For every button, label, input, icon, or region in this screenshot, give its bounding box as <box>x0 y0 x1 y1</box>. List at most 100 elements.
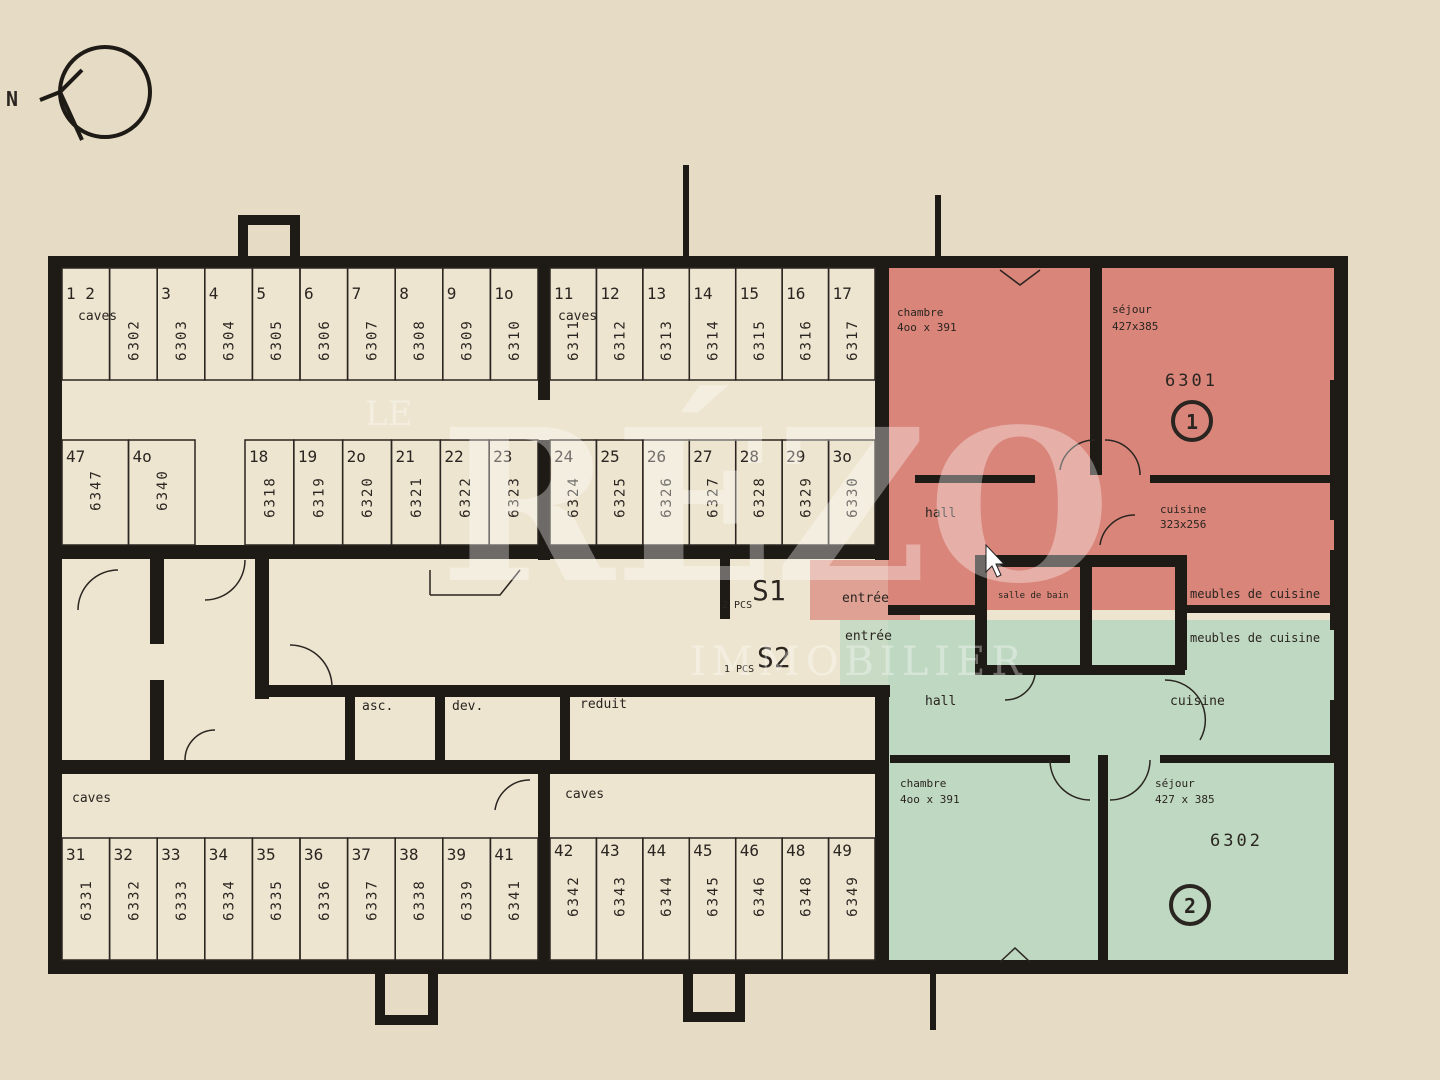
cave-code: 6330 <box>845 476 861 518</box>
cave-code: 6346 <box>752 875 768 917</box>
cave-number: 1o <box>494 284 513 303</box>
cave-number: 21 <box>396 447 415 466</box>
apt2-chambre-dim: 4oo x 391 <box>900 793 960 806</box>
apt2-number: 2 <box>1184 894 1196 918</box>
cave-code: 6329 <box>798 476 814 518</box>
cave-number: 37 <box>352 845 371 864</box>
apt2-chambre: chambre <box>900 777 946 790</box>
cave-number: 17 <box>833 284 852 303</box>
s2-pcs-label: 1 PCS <box>724 664 754 675</box>
cave-code: 6315 <box>752 319 768 361</box>
cave-number: 39 <box>447 845 466 864</box>
cave-number: 7 <box>352 284 362 303</box>
cave-number: 3o <box>833 447 852 466</box>
cave-code: 6311 <box>566 319 582 361</box>
apt2-hall: hall <box>925 694 956 709</box>
apt1-salle-de-bain: salle de bain <box>998 591 1068 601</box>
cave-number: 16 <box>786 284 805 303</box>
cave-number: 49 <box>833 841 852 860</box>
cave-number: 48 <box>786 841 805 860</box>
cave-number: 25 <box>600 447 619 466</box>
cave-code: 6348 <box>798 875 814 917</box>
cave-number: 19 <box>298 447 317 466</box>
cave-code: 6327 <box>706 476 722 518</box>
cave-number: 5 <box>256 284 266 303</box>
cave-code: 6337 <box>364 879 380 921</box>
cave-number: 31 <box>66 845 85 864</box>
cave-code: 6307 <box>364 319 380 361</box>
cave-number: 13 <box>647 284 666 303</box>
apt2-cuisine: cuisine <box>1170 694 1225 709</box>
cave-code: 6324 <box>566 476 582 518</box>
cave-code: 6334 <box>222 879 238 921</box>
apartment-1-area <box>888 265 1336 610</box>
svg-text:LE: LE <box>365 394 412 434</box>
cave-number: 33 <box>161 845 180 864</box>
apartment-2-area <box>888 620 1336 965</box>
cave-number: 11 <box>554 284 573 303</box>
cave-code: 6345 <box>706 875 722 917</box>
cave-number: 3 <box>161 284 171 303</box>
cave-cells: 1 26302363034630456305663067630786308963… <box>61 267 876 961</box>
cave-code: 6331 <box>79 879 95 921</box>
cave-number: 27 <box>693 447 712 466</box>
apt2-sejour: séjour <box>1155 777 1195 790</box>
apt1-meubles: meubles de cuisine <box>1190 587 1320 601</box>
cave-number: 35 <box>256 845 275 864</box>
cave-number: 28 <box>740 447 759 466</box>
cave-number: 42 <box>554 841 573 860</box>
cave-number: 46 <box>740 841 759 860</box>
cave-number: 14 <box>693 284 712 303</box>
stair-s1-label: S1 <box>752 574 786 607</box>
apt2-meubles: meubles de cuisine <box>1190 631 1320 645</box>
cave-code: 6320 <box>360 476 376 518</box>
cave-number: 32 <box>114 845 133 864</box>
cave-code: 6313 <box>659 319 675 361</box>
cave-code: 6333 <box>174 879 190 921</box>
apt1-sejour: séjour <box>1112 303 1152 316</box>
cave-code: 6343 <box>613 875 629 917</box>
apt1-number: 1 <box>1186 410 1198 434</box>
cave-code: 6306 <box>317 319 333 361</box>
compass-north-label: N <box>6 87 18 111</box>
dev-label: dev. <box>452 699 483 714</box>
cave-code: 6309 <box>460 319 476 361</box>
cave-code: 6321 <box>409 476 425 518</box>
svg-text:IMMOBILIER: IMMOBILIER <box>690 639 1027 685</box>
cave-code: 6317 <box>845 319 861 361</box>
cave-code: 6314 <box>706 319 722 361</box>
mouse-cursor-icon <box>985 543 1006 578</box>
cave-number: 12 <box>600 284 619 303</box>
cave-cell <box>827 267 876 381</box>
cave-code: 6310 <box>507 319 523 361</box>
cave-code: 6305 <box>269 319 285 361</box>
apt1-code: 6301 <box>1165 371 1218 391</box>
cave-code: 6316 <box>798 319 814 361</box>
cave-number: 22 <box>444 447 463 466</box>
cave-code: 6332 <box>126 879 142 921</box>
doors <box>77 269 1207 963</box>
cave-code: 6304 <box>222 319 238 361</box>
cave-code: 6342 <box>566 875 582 917</box>
cave-code: 6341 <box>507 879 523 921</box>
cave-code: 6322 <box>458 476 474 518</box>
cave-number: 47 <box>66 447 85 466</box>
cave-code: 6312 <box>613 319 629 361</box>
s1-pcs-label: 2 PCS <box>722 600 752 611</box>
cave-number: 29 <box>786 447 805 466</box>
cave-code: 6326 <box>659 476 675 518</box>
cave-number: 41 <box>494 845 513 864</box>
entree-label-1: entrée <box>842 591 889 606</box>
entree-label-2: entrée <box>845 629 892 644</box>
cave-cell <box>488 439 539 546</box>
cave-code: 6318 <box>262 476 278 518</box>
cave-number: 15 <box>740 284 759 303</box>
cave-code: 6323 <box>507 476 523 518</box>
cave-number: 18 <box>249 447 268 466</box>
north-compass-icon: N <box>6 45 152 141</box>
cave-cell <box>127 439 196 546</box>
cave-code: 6319 <box>311 476 327 518</box>
cave-code: 6303 <box>174 319 190 361</box>
apt1-chambre: chambre <box>897 306 943 319</box>
